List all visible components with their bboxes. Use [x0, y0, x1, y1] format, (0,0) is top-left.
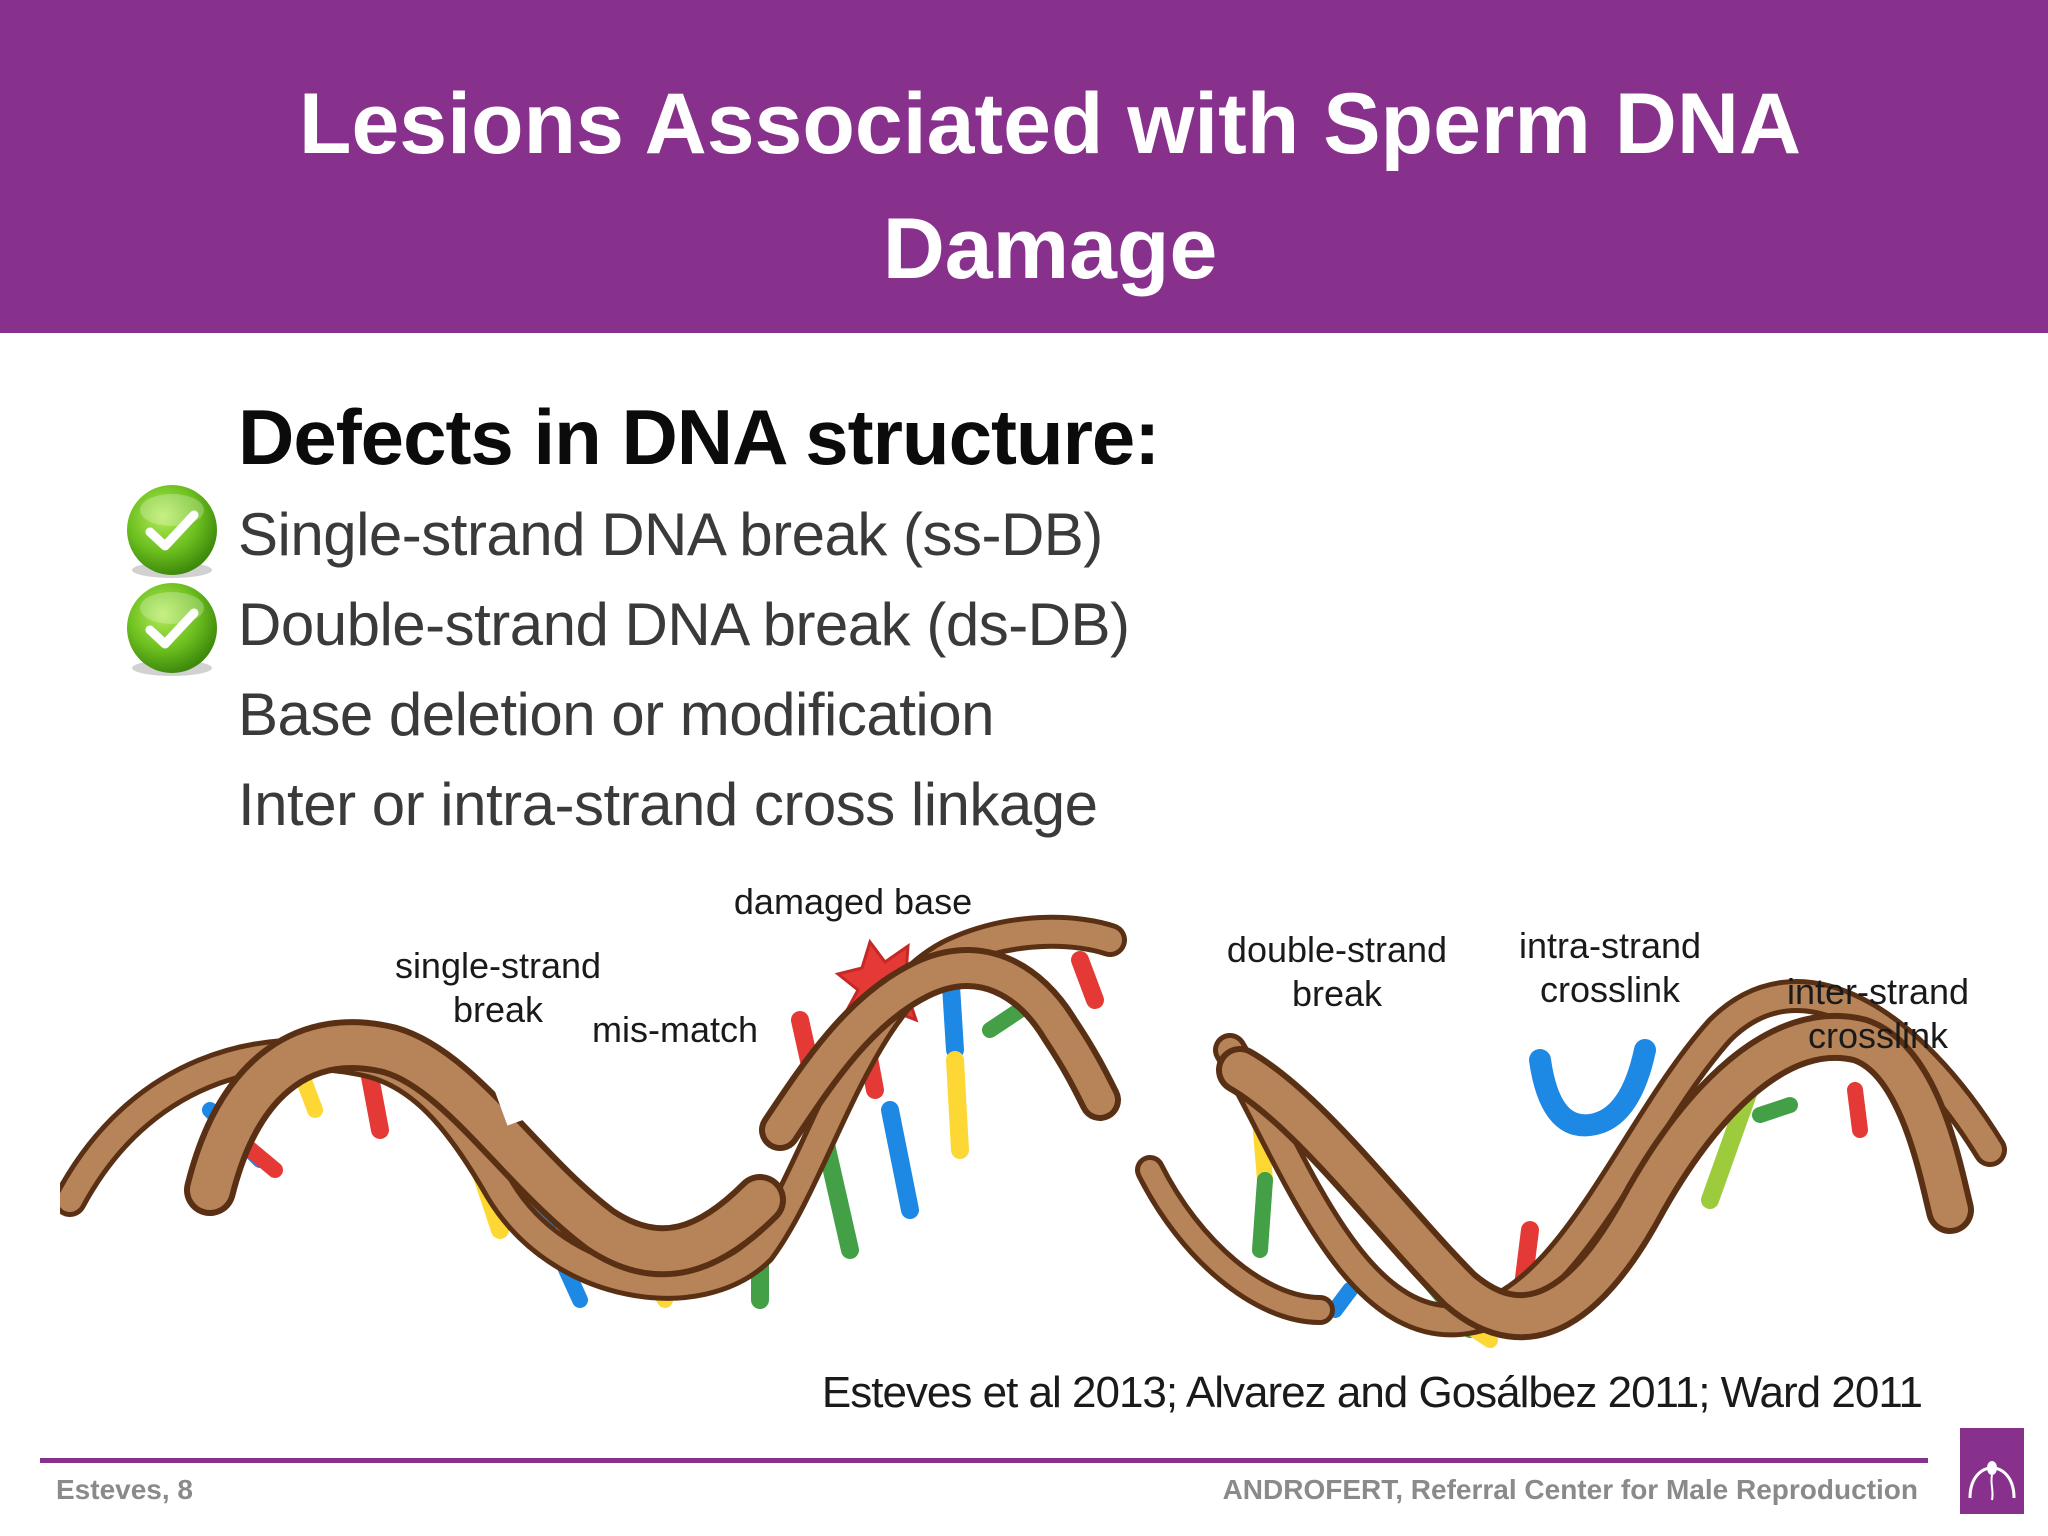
list-item: Base deletion or modification [238, 681, 994, 748]
label-damaged-base: damaged base [734, 881, 972, 922]
label-intra-strand-crosslink: intra-strand [1519, 925, 1701, 966]
checkmark-icon [127, 583, 217, 676]
label-inter-strand-crosslink: inter-strand [1787, 971, 1969, 1012]
label-single-strand-break-2: break [453, 989, 544, 1030]
citation: Esteves et al 2013; Alvarez and Gosálbez… [821, 1368, 1923, 1417]
footer-organization: ANDROFERT, Referral Center for Male Repr… [1222, 1474, 1918, 1505]
label-single-strand-break: single-strand [395, 945, 601, 986]
slide-title-line-2: Damage [882, 201, 1218, 297]
label-intra-strand-crosslink-2: crosslink [1540, 969, 1681, 1010]
footer-author-page: Esteves, 8 [56, 1474, 193, 1505]
label-double-strand-break: double-strand [1227, 929, 1447, 970]
list-item: Single-strand DNA break (ss-DB) [238, 501, 1103, 568]
list-item: Inter or intra-strand cross linkage [238, 771, 1098, 838]
label-mismatch: mis-match [592, 1009, 758, 1050]
slide-title: Lesions Associated with Sperm DNA Damage [150, 62, 1950, 312]
label-inter-strand-crosslink-2: crosslink [1808, 1015, 1949, 1056]
section-heading: Defects in DNA structure: [238, 393, 1160, 481]
footer-divider [40, 1458, 1928, 1463]
title-bar: Lesions Associated with Sperm DNA Damage [0, 0, 2048, 333]
slide-title-line-1: Lesions Associated with Sperm DNA [298, 76, 1802, 172]
list-item: Double-strand DNA break (ds-DB) [238, 591, 1130, 658]
checkmark-icon [127, 485, 217, 578]
label-double-strand-break-2: break [1292, 973, 1383, 1014]
androfert-logo-icon [1960, 1428, 2024, 1514]
dna-lesions-illustration: single-strand break mis-match damaged ba… [60, 881, 2007, 1348]
